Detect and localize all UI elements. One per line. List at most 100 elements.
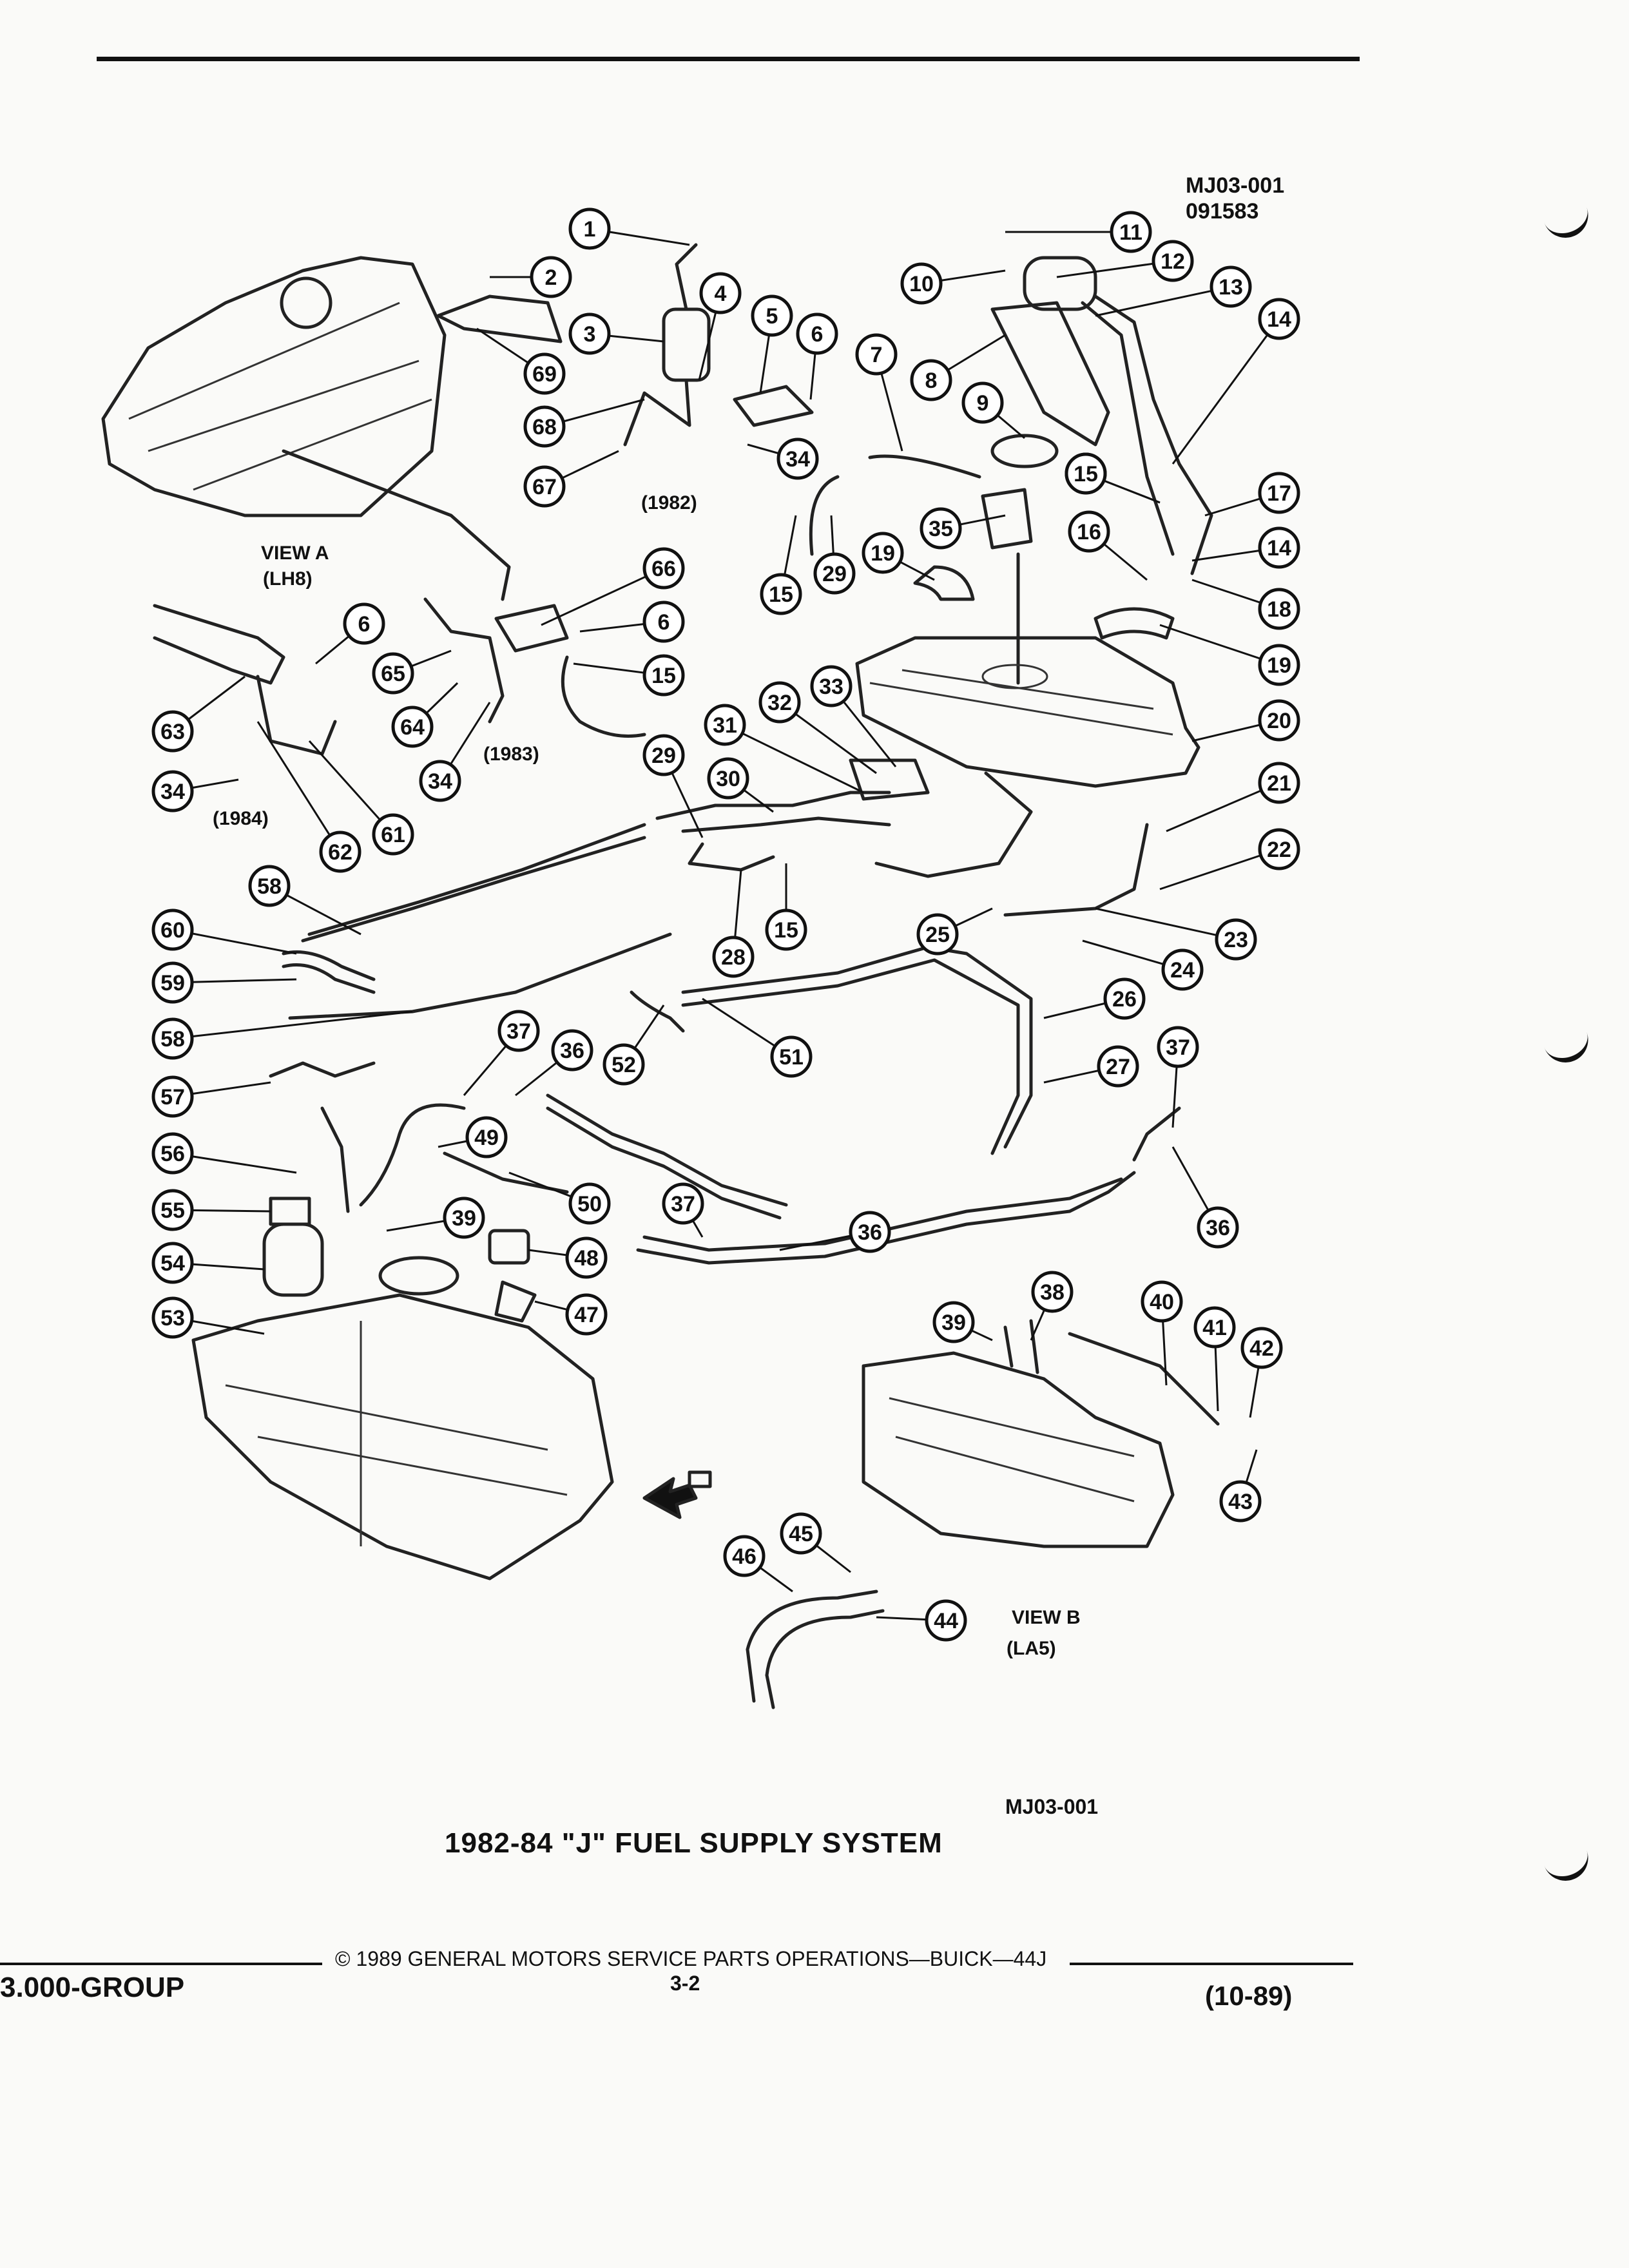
- callout-number: 40: [1150, 1290, 1174, 1314]
- callout-18: 18: [1191, 579, 1300, 630]
- footer-rule-left: [0, 1963, 322, 1965]
- callout-circle: [707, 757, 749, 800]
- callout-37: 37: [662, 1182, 704, 1238]
- callout-number: 36: [858, 1220, 882, 1245]
- callout-number: 24: [1170, 958, 1195, 983]
- callout-circle: [565, 1236, 608, 1279]
- callout-circle: [916, 913, 959, 956]
- callout-67: 67: [523, 450, 619, 508]
- callout-circle: [1097, 1045, 1139, 1088]
- callout-15: 15: [573, 654, 685, 697]
- callout-55: 55: [151, 1189, 271, 1231]
- callout-number: 37: [671, 1192, 695, 1216]
- callout-circle: [770, 1035, 813, 1078]
- callout-circle: [565, 1293, 608, 1336]
- diagram-note: (LH8): [263, 568, 313, 590]
- callout-circle: [151, 961, 194, 1004]
- callout-circle: [523, 405, 566, 448]
- callout-number: 45: [789, 1522, 813, 1546]
- group-label: 3.000-GROUP: [0, 1972, 185, 2003]
- lower-engine: [191, 1293, 614, 1581]
- callout-64: 64: [391, 682, 459, 748]
- callout-35: 35: [920, 507, 1006, 550]
- callout-number: 58: [257, 874, 282, 899]
- callout-number: 23: [1224, 928, 1248, 952]
- callout-26: 26: [1043, 977, 1146, 1020]
- callout-number: 61: [381, 823, 405, 847]
- callout-leader: [1159, 624, 1280, 666]
- callout-circle: [1141, 1280, 1183, 1323]
- callout-number: 47: [574, 1303, 599, 1327]
- callout-circle: [419, 760, 461, 802]
- callout-number: 29: [822, 562, 847, 586]
- callout-16: 16: [1068, 510, 1148, 581]
- callout-circle: [1161, 948, 1204, 991]
- callout-number: 27: [1106, 1055, 1130, 1079]
- callout-number: 7: [871, 343, 883, 367]
- callout-number: 35: [929, 517, 953, 541]
- callout-number: 44: [934, 1609, 958, 1633]
- callout-circle: [862, 532, 904, 574]
- callout-number: 36: [1206, 1216, 1230, 1240]
- callout-15: 15: [765, 863, 807, 951]
- callout-number: 22: [1267, 838, 1291, 862]
- callout-number: 14: [1267, 536, 1291, 561]
- callout-52: 52: [602, 1004, 665, 1086]
- callout-number: 2: [545, 265, 557, 290]
- callout-leader: [1095, 285, 1231, 317]
- callout-29: 29: [642, 734, 704, 838]
- callout-number: 49: [474, 1126, 499, 1150]
- callout-number: 37: [1166, 1035, 1190, 1060]
- callout-circle: [372, 813, 414, 856]
- callout-24: 24: [1082, 939, 1204, 991]
- callout-circle: [813, 552, 856, 595]
- callout-circle: [151, 1296, 194, 1339]
- callout-circle: [1152, 240, 1194, 282]
- callout-number: 59: [160, 971, 185, 995]
- callout-number: 15: [651, 664, 676, 688]
- callout-leader: [1095, 907, 1237, 941]
- callout-6: 6: [579, 601, 685, 643]
- callout-number: 8: [925, 369, 938, 393]
- callout-circle: [920, 507, 962, 550]
- callout-circle: [855, 333, 898, 376]
- callout-number: 51: [779, 1045, 804, 1070]
- callout-circle: [760, 573, 802, 615]
- callout-circle: [796, 312, 838, 355]
- callout-30: 30: [707, 757, 774, 813]
- callout-6: 6: [315, 602, 385, 665]
- callout-66: 66: [541, 547, 685, 626]
- diagram-note: (1983): [483, 744, 539, 765]
- callout-circle: [1193, 1306, 1236, 1349]
- callout-circle: [1219, 1480, 1262, 1523]
- callout-circle: [523, 465, 566, 508]
- callout-circle: [1157, 1026, 1199, 1068]
- callout-circle: [1110, 211, 1152, 253]
- callout-circle: [642, 601, 685, 643]
- callout-41: 41: [1193, 1306, 1236, 1412]
- callout-circle: [1215, 918, 1257, 961]
- callout-12: 12: [1056, 240, 1194, 282]
- callout-circle: [151, 908, 194, 951]
- callout-circle: [568, 207, 611, 250]
- callout-42: 42: [1240, 1327, 1283, 1418]
- callout-number: 1: [584, 217, 596, 242]
- callout-circle: [1258, 588, 1300, 630]
- callout-circle: [1210, 265, 1252, 308]
- callout-number: 56: [160, 1142, 185, 1166]
- callout-28: 28: [712, 869, 755, 978]
- callout-22: 22: [1159, 828, 1300, 890]
- callout-circle: [497, 1010, 540, 1052]
- callout-3: 3: [568, 312, 664, 355]
- callout-number: 26: [1112, 987, 1137, 1012]
- callout-circle: [642, 734, 685, 776]
- drawing-code-line2: 091583: [1186, 199, 1259, 224]
- callout-circle: [443, 1196, 485, 1239]
- callout-circle: [849, 1211, 891, 1253]
- callout-number: 29: [651, 744, 676, 768]
- callout-58: 58: [248, 865, 361, 936]
- callout-61: 61: [308, 740, 414, 856]
- figure-code: MJ03-001: [1005, 1795, 1099, 1818]
- callout-47: 47: [534, 1293, 608, 1336]
